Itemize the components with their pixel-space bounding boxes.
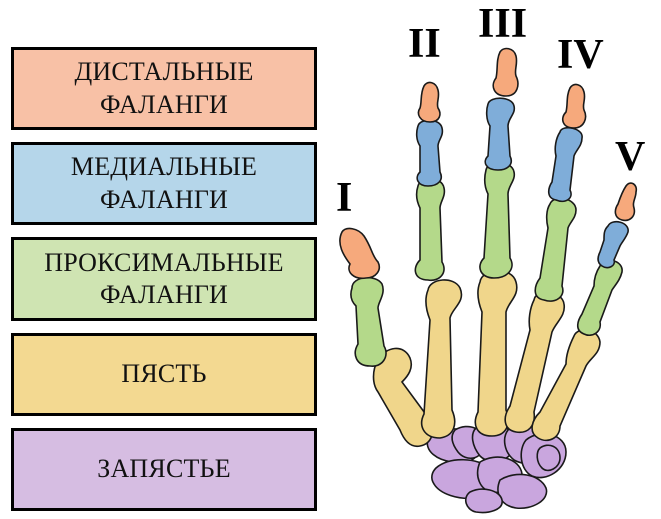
legend-proximal-line1: ПРОКСИМАЛЬНЫЕ bbox=[44, 247, 284, 277]
carpal-bones bbox=[426, 422, 567, 514]
proximal-phalanx-bones bbox=[350, 161, 623, 367]
legend-proximal-line2: ФАЛАНГИ bbox=[99, 280, 229, 309]
legend-carpals: ЗАПЯСТЬЕ bbox=[11, 428, 317, 511]
finger-numeral-1: I bbox=[336, 175, 353, 221]
metacarpal-bones bbox=[372, 269, 601, 448]
finger-numeral-3: III bbox=[478, 1, 528, 47]
finger-numeral-2: II bbox=[408, 21, 441, 67]
legend-medial-line2: ФАЛАНГИ bbox=[99, 184, 229, 214]
legend-distal-phalanges: ДИСТАЛЬНЫЕ ФАЛАНГИ bbox=[11, 47, 317, 130]
legend-carpal-label: ЗАПЯСТЬЕ bbox=[97, 454, 231, 484]
medial-phalanx-bones bbox=[415, 97, 629, 269]
distal-phalanx-bones bbox=[339, 47, 638, 280]
legend-distal-line2: ФАЛАНГИ bbox=[99, 89, 229, 119]
legend-medial-line1: МЕДИАЛЬНЫЕ bbox=[70, 152, 258, 181]
legend-metacarpals: ПЯСТЬ bbox=[11, 333, 317, 416]
legend-medial-phalanges: МЕДИАЛЬНЫЕ ФАЛАНГИ bbox=[11, 142, 317, 225]
finger-numeral-5: V bbox=[615, 134, 646, 180]
legend-distal-line1: ДИСТАЛЬНЫЕ bbox=[74, 57, 254, 86]
finger-numeral-4: IV bbox=[557, 32, 604, 78]
legend-metacarpal-label: ПЯСТЬ bbox=[121, 359, 207, 389]
legend-proximal-phalanges: ПРОКСИМАЛЬНЫЕ ФАЛАНГИ bbox=[11, 237, 317, 321]
